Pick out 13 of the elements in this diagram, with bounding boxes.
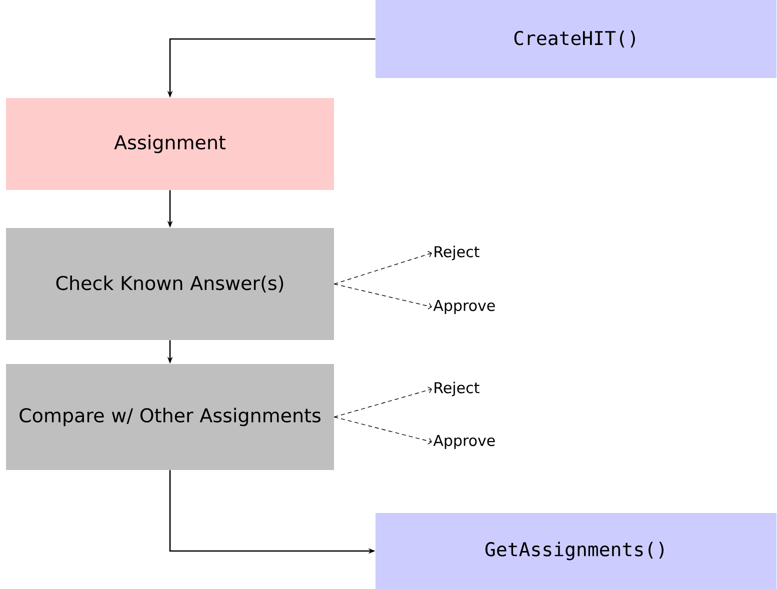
outcome-label: Reject [434, 246, 480, 260]
dashed-arrow [334, 284, 432, 310]
process-box: Assignment [6, 98, 334, 190]
outcome-label: Reject [434, 382, 480, 396]
dashed-arrow [334, 250, 432, 284]
dashed-arrow [334, 416, 432, 444]
outcome-label: Approve [433, 300, 495, 314]
process-box: Check Known Answer(s) [6, 228, 334, 340]
function-box: GetAssignments() [376, 512, 776, 589]
dashed-arrow [334, 386, 432, 418]
function-box: CreateHIT() [376, 0, 776, 78]
process-box: Compare w/ Other Assignments [6, 364, 334, 470]
outcome-label: Approve [433, 434, 495, 450]
